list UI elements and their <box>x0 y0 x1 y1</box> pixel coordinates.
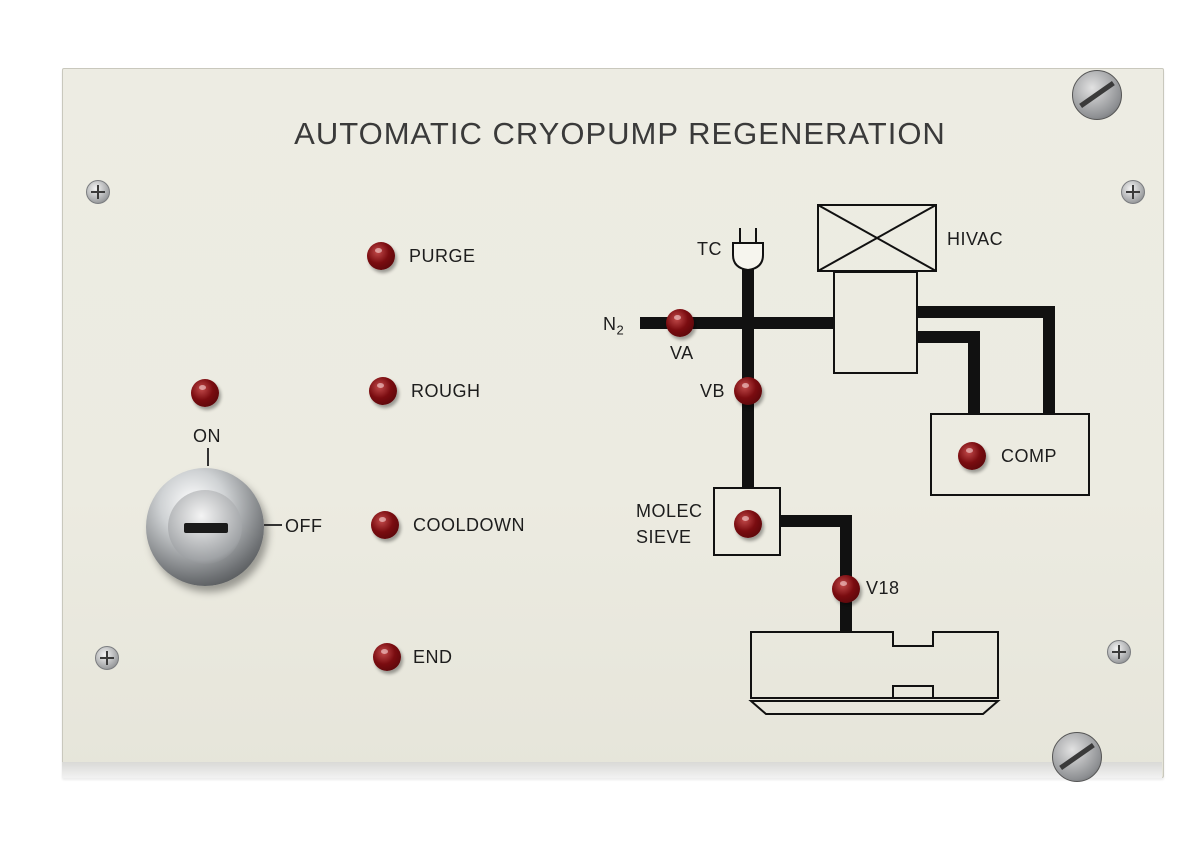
vb-label: VB <box>700 381 726 401</box>
comp-led <box>958 442 986 470</box>
va-label: VA <box>670 343 694 363</box>
n2-label: N2 <box>603 314 624 338</box>
n2-subscript: 2 <box>616 322 625 338</box>
comp-line-inner <box>917 331 980 414</box>
rough-label: ROUGH <box>411 381 481 401</box>
sieve-line <box>781 515 852 632</box>
on-indicator-led <box>191 379 219 407</box>
hivac-valve-icon <box>817 204 937 272</box>
comp-line-outer <box>917 306 1055 414</box>
on-label: ON <box>193 426 221 446</box>
tc-label: TC <box>697 239 722 259</box>
vb-led <box>734 377 762 405</box>
n2-text: N <box>603 314 617 334</box>
purge-label: PURGE <box>409 246 476 266</box>
end-led <box>373 643 401 671</box>
sieve-label: SIEVE <box>636 527 692 547</box>
panel-edge <box>62 762 1162 778</box>
va-led <box>666 309 694 337</box>
comp-label: COMP <box>1001 446 1057 466</box>
compressor-box <box>930 413 1090 496</box>
thumbscrew-top-icon[interactable] <box>1072 70 1122 120</box>
key-cylinder <box>168 490 242 564</box>
molec-sieve-led <box>734 510 762 538</box>
roughing-pump-icon <box>748 631 1001 715</box>
key-switch[interactable] <box>146 468 264 586</box>
v18-led <box>832 575 860 603</box>
hivac-label: HIVAC <box>947 229 1004 249</box>
thumbscrew-bottom-icon[interactable] <box>1052 732 1102 782</box>
on-tick <box>207 448 209 466</box>
purge-led <box>367 242 395 270</box>
off-tick <box>264 524 282 526</box>
screw-icon <box>1121 180 1145 204</box>
cryopump-box <box>833 271 918 374</box>
off-label: OFF <box>285 516 323 536</box>
control-panel <box>62 68 1164 778</box>
cooldown-led <box>371 511 399 539</box>
molec-label: MOLEC <box>636 501 703 521</box>
v18-label: V18 <box>866 578 900 598</box>
screw-icon <box>1107 640 1131 664</box>
cooldown-label: COOLDOWN <box>413 515 525 535</box>
keyhole-icon <box>184 523 228 533</box>
tc-plug-icon <box>732 228 764 272</box>
end-label: END <box>413 647 453 667</box>
panel-title: AUTOMATIC CRYOPUMP REGENERATION <box>294 116 946 151</box>
rough-led <box>369 377 397 405</box>
screw-icon <box>95 646 119 670</box>
screw-icon <box>86 180 110 204</box>
